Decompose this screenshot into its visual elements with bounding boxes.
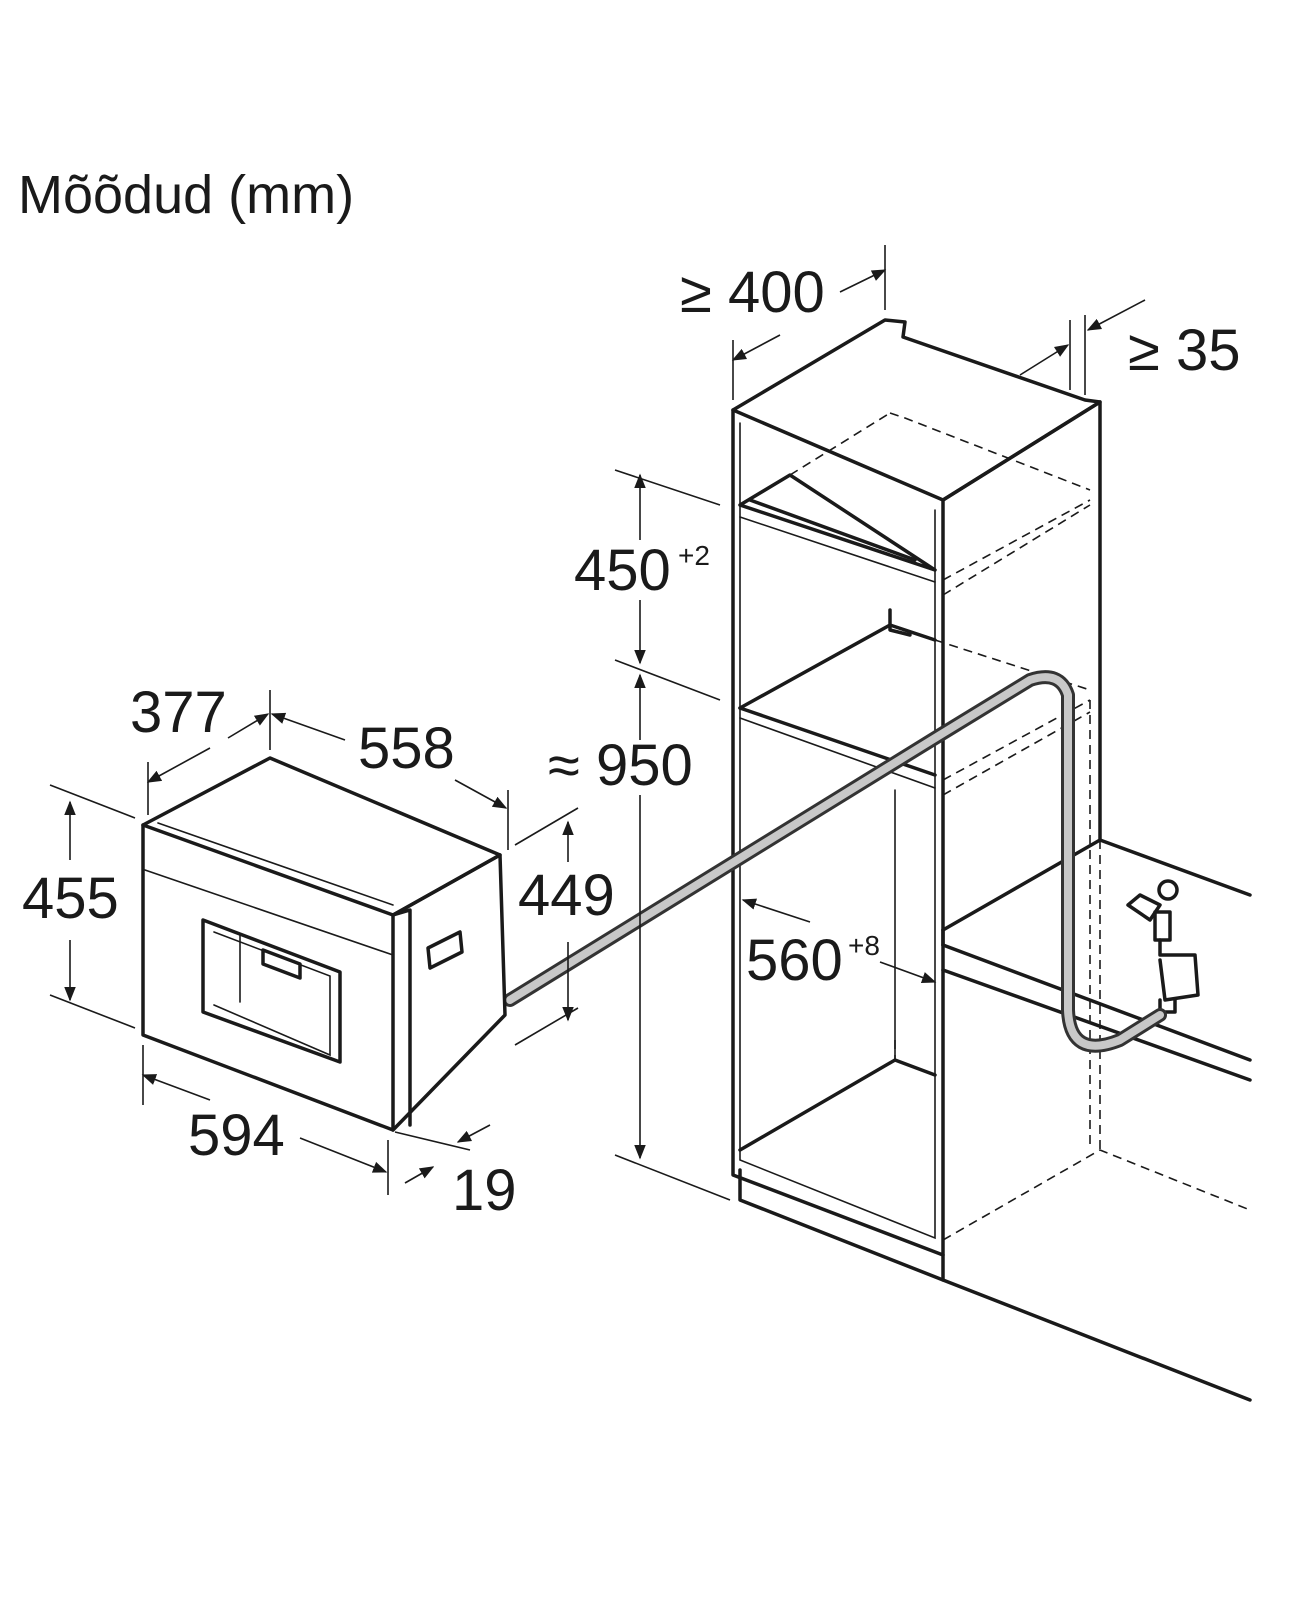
page-title: Mõõdud (mm) — [18, 165, 354, 225]
dim-appliance-height: 455 — [22, 866, 119, 931]
dim-front-panel: 19 — [452, 1158, 517, 1223]
dimension-lines — [49, 245, 1146, 1201]
dim-appliance-depth: 377 — [130, 680, 227, 745]
tall-cabinet — [731, 318, 1252, 1402]
dim-niche-depth: 560 — [746, 928, 843, 993]
dim-niche-width: ≥ 400 — [680, 260, 825, 325]
dim-rear-gap: ≥ 35 — [1128, 318, 1240, 383]
dim-floor-height: ≈ 950 — [548, 733, 693, 798]
dim-niche-height-tol: +2 — [678, 540, 710, 571]
dim-appliance-full-depth: 558 — [358, 716, 455, 781]
water-tap-icon — [1126, 879, 1200, 1014]
dim-body-height: 449 — [518, 863, 615, 928]
dim-appliance-width: 594 — [188, 1103, 285, 1168]
coffee-machine — [141, 756, 507, 1132]
worktop — [941, 838, 1252, 1082]
dim-niche-height: 450 — [574, 538, 671, 603]
dim-niche-depth-tol: +8 — [848, 930, 880, 961]
water-hose — [503, 670, 1167, 1053]
